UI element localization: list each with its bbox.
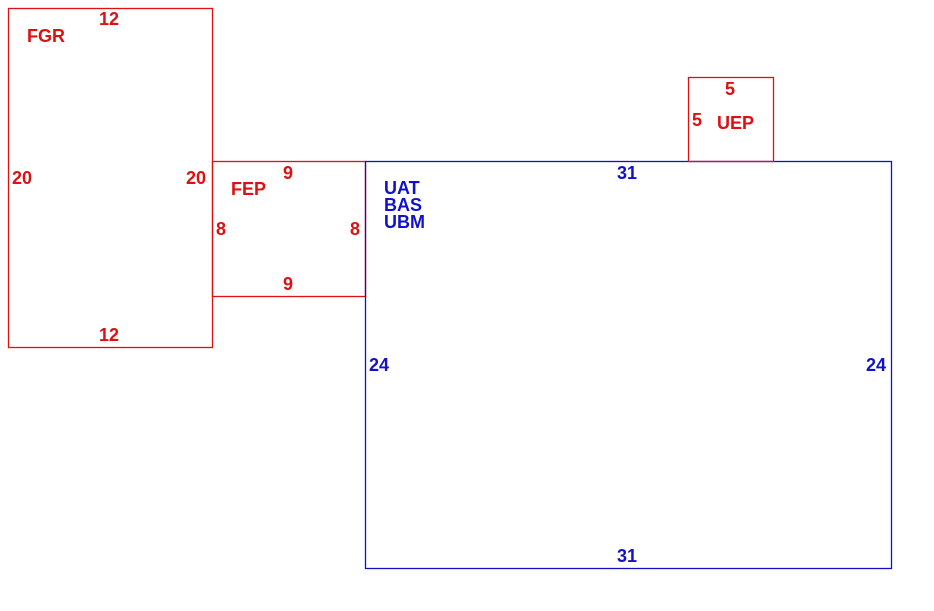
room-fep-dim-right: 8 xyxy=(350,219,360,239)
room-fep-dim-top: 9 xyxy=(283,163,293,183)
room-fgr-dim-left: 20 xyxy=(12,168,32,188)
room-uep-label: UEP xyxy=(717,113,754,133)
room-main: UAT BAS UBM 31 31 24 24 xyxy=(364,160,893,570)
room-uep-dim-left: 5 xyxy=(692,110,702,130)
room-fep: FEP 9 9 8 8 xyxy=(211,160,367,298)
room-uep-outline xyxy=(687,76,775,163)
room-fep-dim-bottom: 9 xyxy=(283,274,293,294)
room-main-dim-top: 31 xyxy=(617,163,637,183)
room-fgr: FGR 12 12 20 20 xyxy=(7,7,214,349)
room-main-dim-right: 24 xyxy=(866,355,886,375)
room-fep-dim-left: 8 xyxy=(216,219,226,239)
room-uep: UEP 5 5 xyxy=(687,76,775,163)
room-fgr-label: FGR xyxy=(27,26,65,46)
room-fgr-outline xyxy=(7,7,214,349)
room-fgr-dim-bottom: 12 xyxy=(99,325,119,345)
room-main-dim-left: 24 xyxy=(369,355,389,375)
room-main-label-2: BAS xyxy=(384,195,422,215)
room-main-outline xyxy=(364,160,893,570)
room-main-dim-bottom: 31 xyxy=(617,546,637,566)
room-fgr-dim-top: 12 xyxy=(99,9,119,29)
room-main-label-1: UAT xyxy=(384,178,420,198)
room-uep-dim-top: 5 xyxy=(725,79,735,99)
room-fgr-dim-right: 20 xyxy=(186,168,206,188)
room-main-label-3: UBM xyxy=(384,212,425,232)
room-fep-label: FEP xyxy=(231,179,266,199)
